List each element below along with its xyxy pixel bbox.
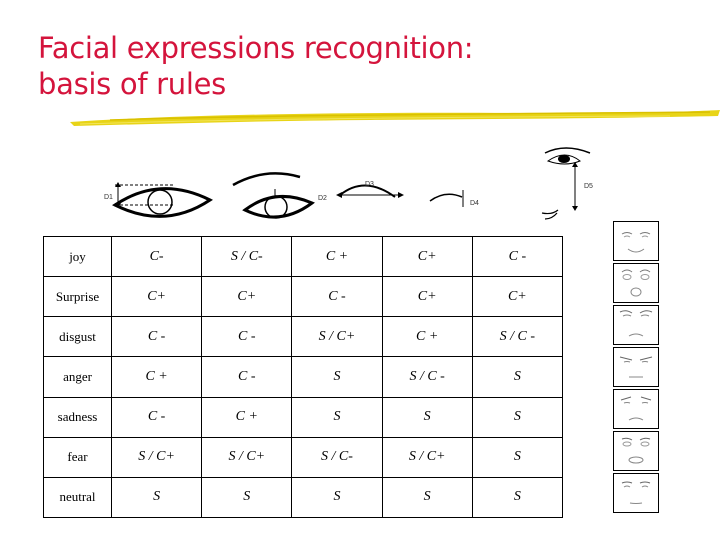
value-cell: C - <box>110 316 203 358</box>
value-cell: C+ <box>110 276 203 318</box>
value-cell: S / C - <box>471 316 564 358</box>
label-d4: D4 <box>470 200 479 207</box>
value-cell: S / C+ <box>201 436 293 478</box>
value-cell: S <box>381 476 473 519</box>
disgust-face-icon <box>613 305 659 345</box>
value-cell: C+ <box>471 276 564 318</box>
value-cell: C - <box>291 276 383 318</box>
fear-face-icon <box>613 431 659 471</box>
emotion-cell: fear <box>43 436 112 478</box>
value-cell: S / C+ <box>110 436 203 478</box>
table-row: neutral S S S S S <box>43 476 564 519</box>
value-cell: C + <box>110 356 203 398</box>
label-d1: D1 <box>104 194 113 201</box>
value-cell: S <box>201 476 293 519</box>
emotion-cell: Surprise <box>43 276 112 318</box>
face-d5-icon: D5 <box>541 147 593 220</box>
label-d5: D5 <box>584 183 593 190</box>
eye-d1-icon: D1 <box>104 182 213 218</box>
table-row: anger C + C - S S / C - S <box>43 356 564 398</box>
joy-face-icon <box>613 221 659 261</box>
value-cell: S <box>381 396 473 438</box>
value-cell: C+ <box>381 235 473 278</box>
value-cell: C - <box>110 396 203 438</box>
anger-face-icon <box>613 347 659 387</box>
emotion-cell: anger <box>43 356 112 398</box>
value-cell: S <box>471 436 564 478</box>
eye-d3-icon: D3 <box>336 181 404 198</box>
eye-measurement-diagram: D1 D2 D3 D4 D5 <box>104 147 593 220</box>
eye-d4-icon: D4 <box>429 190 479 207</box>
value-cell: S / C+ <box>381 436 473 478</box>
value-cell: S <box>110 476 203 519</box>
value-cell: C + <box>201 396 293 438</box>
rules-table: joy C- S / C- C + C+ C - Surprise C+ C+ … <box>43 235 564 519</box>
value-cell: C + <box>381 316 473 358</box>
value-cell: S <box>291 476 383 519</box>
value-cell: C + <box>291 235 383 278</box>
value-cell: S / C- <box>291 436 383 478</box>
value-cell: S / C+ <box>291 316 383 358</box>
value-cell: S <box>471 476 564 519</box>
value-cell: S <box>471 396 564 438</box>
value-cell: C - <box>201 316 293 358</box>
emotion-cell: disgust <box>43 316 112 358</box>
value-cell: C- <box>110 235 203 278</box>
table-row: joy C- S / C- C + C+ C - <box>43 235 564 278</box>
value-cell: C+ <box>381 276 473 318</box>
slide-title: Facial expressions recognition: basis of… <box>38 30 474 102</box>
eye-d2-icon: D2 <box>232 172 327 219</box>
table-row: sadness C - C + S S S <box>43 396 564 438</box>
yellow-brush-stroke <box>70 110 720 126</box>
title-line-1: Facial expressions recognition: <box>38 31 474 65</box>
title-line-2: basis of rules <box>38 67 226 101</box>
label-d2: D2 <box>318 195 327 202</box>
neutral-face-icon <box>613 473 659 513</box>
value-cell: S / C- <box>201 235 293 278</box>
surprise-face-icon <box>613 263 659 303</box>
table-row: disgust C - C - S / C+ C + S / C - <box>43 316 564 358</box>
value-cell: S <box>291 396 383 438</box>
emotion-cell: neutral <box>43 476 112 519</box>
value-cell: C+ <box>201 276 293 318</box>
sadness-face-icon <box>613 389 659 429</box>
table-row: fear S / C+ S / C+ S / C- S / C+ S <box>43 436 564 478</box>
value-cell: C - <box>201 356 293 398</box>
emotion-cell: sadness <box>43 396 112 438</box>
table-row: Surprise C+ C+ C - C+ C+ <box>43 276 564 318</box>
face-thumbnails <box>613 221 659 515</box>
emotion-cell: joy <box>43 235 112 278</box>
value-cell: C - <box>471 235 564 278</box>
label-d3: D3 <box>365 181 374 188</box>
value-cell: S <box>471 356 564 398</box>
value-cell: S / C - <box>381 356 473 398</box>
value-cell: S <box>291 356 383 398</box>
